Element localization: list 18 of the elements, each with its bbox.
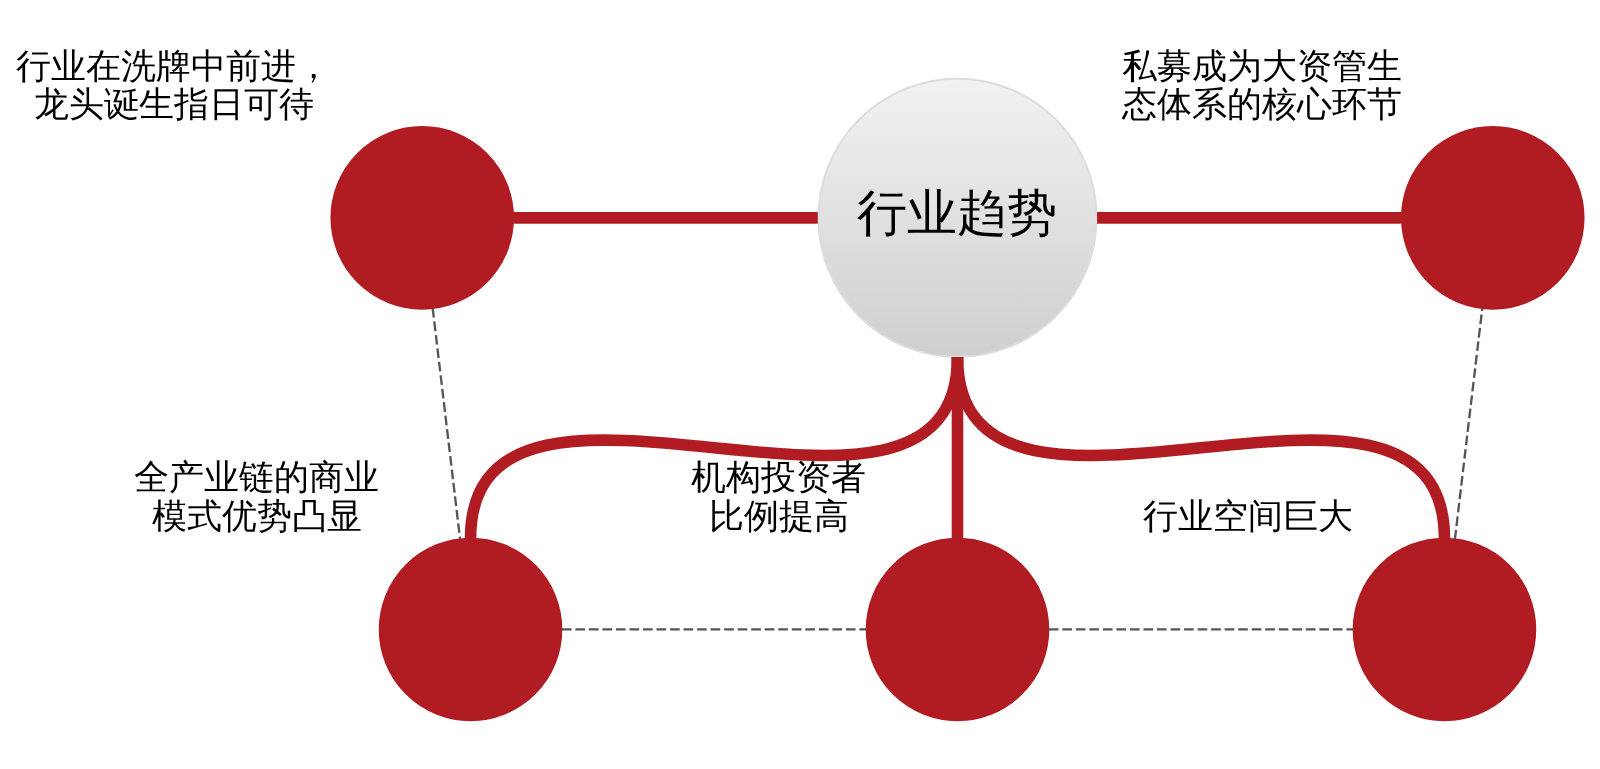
node-circle [1352,537,1537,721]
node-circle: 行业趋势 [817,77,1098,358]
node-circle [378,537,563,721]
connector [431,307,462,539]
node-label: 行业空间巨大 [1143,495,1354,536]
connector [1048,627,1354,631]
node-circle [865,537,1050,721]
connector [951,355,1451,540]
connector [513,211,818,224]
node-label: 机构投资者比例提高 [691,456,867,536]
node-label: 私募成为大资管生态体系的核心环节 [1121,45,1402,124]
node-label: 行业在洗牌中前进，龙头诞生指日可待 [16,45,332,124]
connector [561,627,867,631]
node-circle [1400,125,1585,310]
node-label: 全产业链的商业模式优势凸显 [134,456,380,536]
connector [1097,211,1402,224]
node-circle [330,125,514,310]
connector [1453,307,1484,539]
